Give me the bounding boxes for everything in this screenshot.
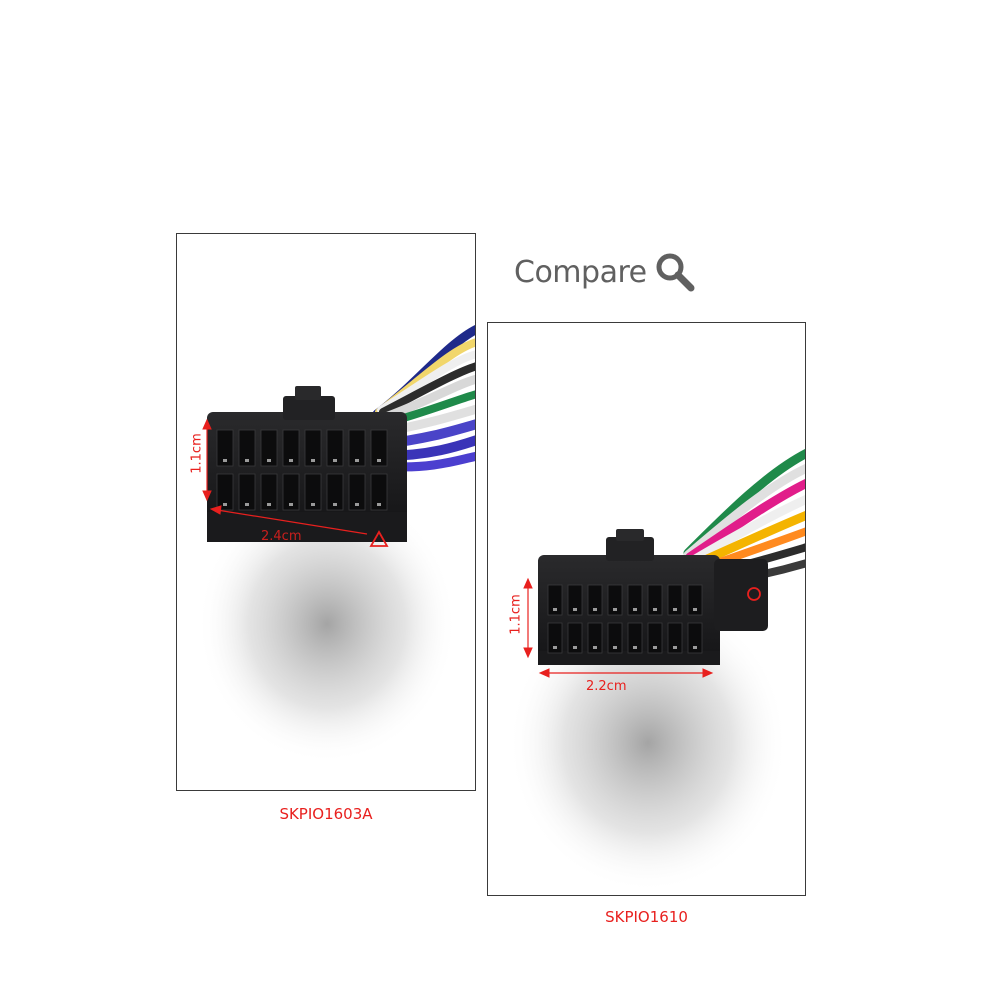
pin-contact <box>673 608 677 611</box>
pin-contact <box>245 459 249 462</box>
width-label: 2.2cm <box>586 679 627 694</box>
pin-contact <box>245 503 249 506</box>
pin-cavity <box>348 473 366 511</box>
dimension-width <box>209 505 368 535</box>
dimension-width <box>538 668 714 678</box>
pin-contact <box>355 459 359 462</box>
compare-text: Compare <box>514 254 647 290</box>
magnifier-icon <box>656 253 695 292</box>
product-photo-left: 1.1cm 2.4cm <box>176 233 476 791</box>
pin-contact <box>311 459 315 462</box>
pin-cavity <box>647 584 663 616</box>
pin-cavity <box>647 622 663 654</box>
pin-contact <box>613 646 617 649</box>
pin-contact <box>267 503 271 506</box>
pin-cavity <box>567 622 583 654</box>
height-label: 1.1cm <box>508 594 524 635</box>
pin-cavity <box>547 584 563 616</box>
pin-contact <box>289 503 293 506</box>
pin-cavity <box>304 429 322 467</box>
pin-contact <box>593 608 597 611</box>
pin-cavity <box>238 473 256 511</box>
pin-contact <box>593 646 597 649</box>
pin-cavity <box>587 584 603 616</box>
pin-contact <box>693 608 697 611</box>
pin-cavity <box>216 429 234 467</box>
connector-shadow <box>197 484 457 764</box>
pin-contact <box>633 608 637 611</box>
pin-contact <box>653 608 657 611</box>
pin-cavity <box>260 429 278 467</box>
pin-cavity <box>348 429 366 467</box>
pin-contact <box>613 608 617 611</box>
pin-cavity <box>587 622 603 654</box>
model-label-right: SKPIO1610 <box>605 908 688 926</box>
pin-contact <box>223 503 227 506</box>
product-photo-right: 1.1cm 2.2cm <box>487 322 806 896</box>
pin-contact <box>573 646 577 649</box>
pin-cavity <box>687 584 703 616</box>
connector-body <box>538 529 768 665</box>
pin-contact <box>653 646 657 649</box>
pin-contact <box>633 646 637 649</box>
connector-body <box>207 386 407 542</box>
pin-cavity <box>238 429 256 467</box>
pin-contact <box>377 459 381 462</box>
pin-cavity <box>326 429 344 467</box>
connector-shadow <box>508 593 788 893</box>
pin-cavity <box>567 584 583 616</box>
width-label: 2.4cm <box>261 529 302 544</box>
pin-cavities <box>547 584 703 654</box>
model-label-left: SKPIO1603A <box>279 805 373 823</box>
pin-cavity <box>687 622 703 654</box>
pin-cavity <box>304 473 322 511</box>
pin-contact <box>573 608 577 611</box>
pin-contact <box>553 608 557 611</box>
compare-heading: Compare <box>514 248 699 296</box>
pin-cavity <box>667 584 683 616</box>
pin-contact <box>267 459 271 462</box>
pin-cavity <box>370 473 388 511</box>
pin-cavities <box>216 429 388 511</box>
pin-contact <box>333 459 337 462</box>
pin-cavity <box>326 473 344 511</box>
circle-marker-icon <box>747 587 761 601</box>
pin-contact <box>673 646 677 649</box>
pin-contact <box>311 503 315 506</box>
pin-contact <box>553 646 557 649</box>
pin-cavity <box>667 622 683 654</box>
pin-contact <box>693 646 697 649</box>
pin-contact <box>377 503 381 506</box>
pin-cavity <box>282 473 300 511</box>
pin-cavity <box>547 622 563 654</box>
height-label: 1.1cm <box>189 433 205 474</box>
pin-cavity <box>627 584 643 616</box>
pin-cavity <box>260 473 278 511</box>
pin-cavity <box>216 473 234 511</box>
dimension-height <box>202 418 212 502</box>
pin-cavity <box>607 584 623 616</box>
pin-cavity <box>607 622 623 654</box>
pin-cavity <box>627 622 643 654</box>
pin-contact <box>223 459 227 462</box>
pin-cavity <box>370 429 388 467</box>
pin-cavity <box>282 429 300 467</box>
pin-contact <box>333 503 337 506</box>
triangle-marker-icon <box>369 530 389 547</box>
dimension-height <box>523 577 533 659</box>
pin-contact <box>355 503 359 506</box>
pin-contact <box>289 459 293 462</box>
